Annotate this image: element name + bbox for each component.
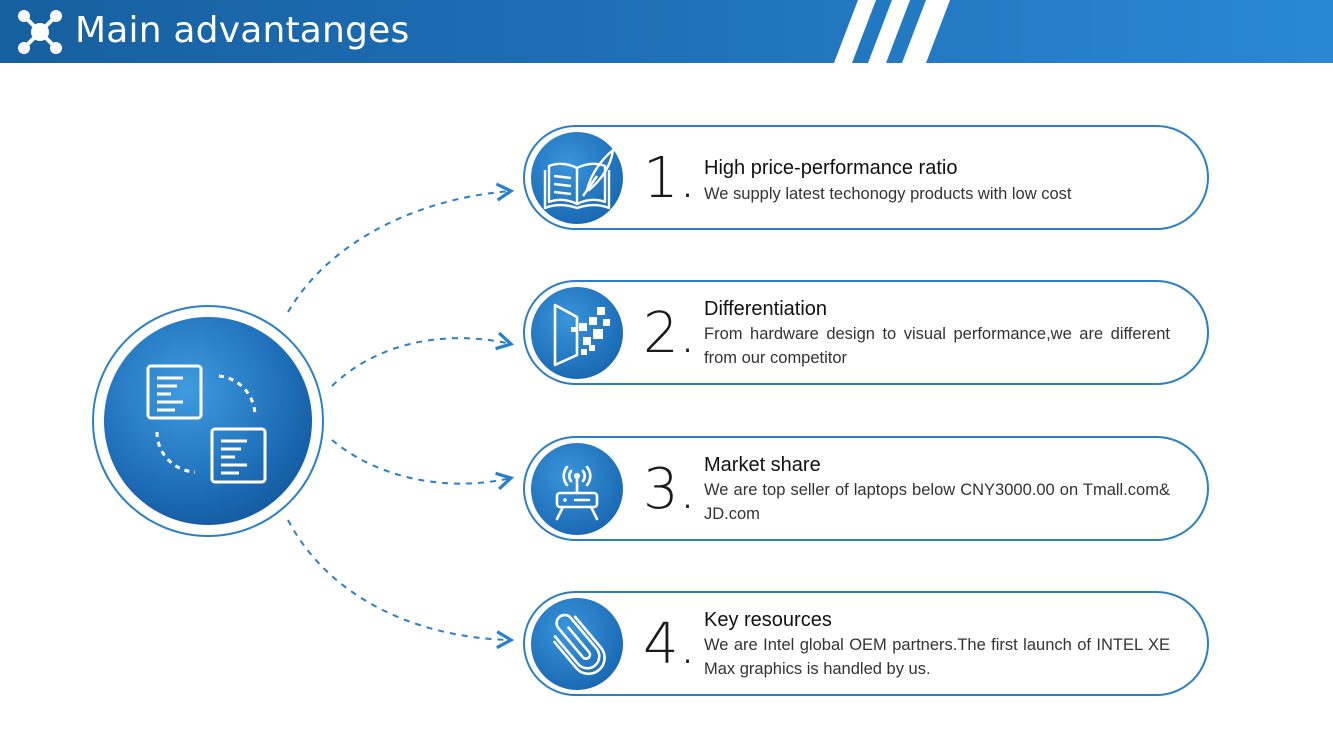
book-quill-icon (543, 148, 615, 210)
advantage-card-4: 4. Key resources We are Intel global OEM… (523, 591, 1209, 696)
card-icon-circle (531, 287, 623, 379)
card-title: Key resources (704, 609, 832, 631)
card-title: Market share (704, 454, 821, 476)
card-number: 3. (643, 457, 697, 522)
card-description: We supply latest techonogy products with… (704, 185, 1072, 203)
card-number: 2. (643, 301, 697, 366)
header-stripes (834, 0, 950, 63)
card-description: We are Intel global OEM partners.The fir… (704, 636, 1170, 678)
card-icon-circle (531, 132, 623, 224)
connector-1 (287, 182, 515, 313)
connector-2 (331, 331, 515, 387)
advantage-card-2: 2. Differentiation From hardware design … (523, 280, 1209, 385)
advantage-card-1: 1. High price-performance ratio We suppl… (523, 125, 1209, 230)
page-title: Main advantanges (75, 10, 410, 51)
connector-3 (331, 439, 515, 491)
router-signal-icon (555, 465, 599, 521)
card-description: From hardware design to visual performan… (704, 325, 1170, 367)
card-title: Differentiation (704, 298, 828, 320)
connector-4 (287, 519, 515, 650)
card-title: High price-performance ratio (704, 157, 958, 179)
paperclip-icon (553, 613, 606, 676)
pixel-shape-icon (553, 303, 610, 367)
card-number: 4. (643, 612, 697, 677)
network-nodes-icon (18, 10, 62, 54)
card-icon-circle (531, 598, 623, 690)
card-description: We are top seller of laptops below CNY30… (704, 481, 1170, 523)
documents-exchange-icon (146, 364, 267, 484)
hub-circle (92, 305, 324, 537)
card-number: 1. (643, 146, 697, 211)
card-icon-circle (531, 443, 623, 535)
advantage-card-3: 3. Market share We are top seller of lap… (523, 436, 1209, 541)
header-bar: Main advantanges (0, 0, 1333, 63)
